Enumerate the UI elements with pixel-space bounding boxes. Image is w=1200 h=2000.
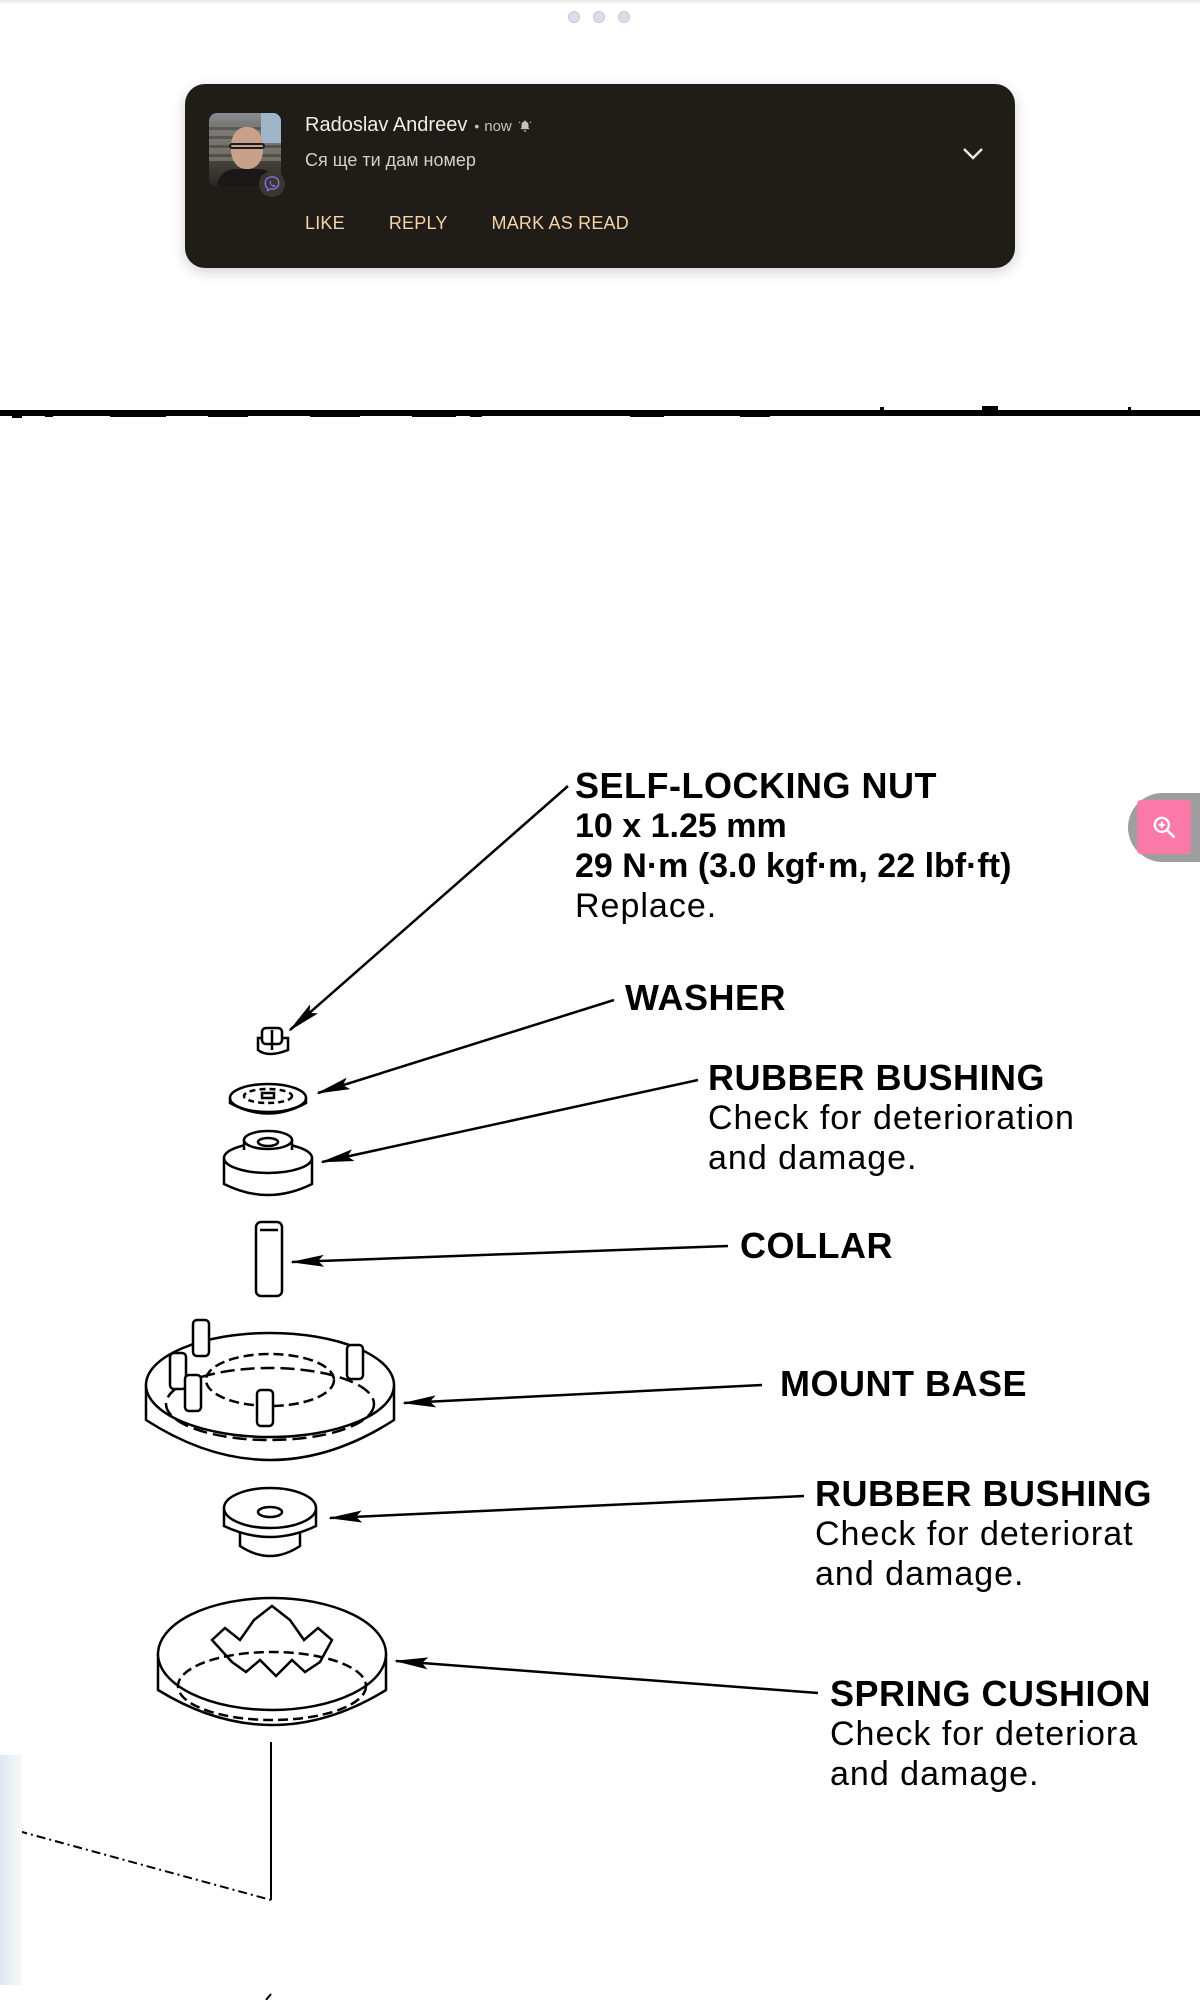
notification-message: Ся ще ти дам номер — [305, 150, 476, 170]
leader-rubber-bushing-upper — [320, 1078, 699, 1164]
mark-as-read-button[interactable]: MARK AS READ — [491, 213, 629, 233]
label-washer: WASHER — [625, 978, 786, 1018]
part-title: MOUNT BASE — [780, 1363, 1027, 1404]
rubber-bushing-upper-part — [222, 1129, 314, 1197]
label-spring-cushion: SPRING CUSHION Check for deteriora and d… — [830, 1674, 1151, 1794]
leader-mount-base — [402, 1383, 763, 1408]
part-note: and damage. — [708, 1139, 918, 1177]
part-note: Check for deteriorat — [815, 1515, 1134, 1553]
part-spec: 10 x 1.25 mm — [575, 807, 787, 845]
zoom-in-button[interactable] — [1137, 800, 1191, 854]
label-collar: COLLAR — [740, 1226, 893, 1266]
part-title: RUBBER BUSHING — [708, 1057, 1046, 1098]
leader-self-locking-nut — [288, 785, 569, 1032]
label-rubber-bushing-lower: RUBBER BUSHING Check for deteriorat and … — [815, 1474, 1152, 1594]
viber-icon — [259, 171, 285, 197]
like-button[interactable]: LIKE — [305, 213, 345, 233]
leader-rubber-bushing-lower — [328, 1494, 805, 1523]
separator: • — [474, 118, 480, 134]
leader-spring-cushion — [394, 1657, 819, 1695]
reply-button[interactable]: REPLY — [388, 213, 448, 233]
edge-artifact — [0, 1755, 22, 1985]
notification-header: Radoslav Andreev • now — [305, 114, 532, 137]
sender-name: Radoslav Andreev — [305, 114, 468, 136]
rule-line-texture — [12, 406, 1131, 418]
rubber-bushing-lower-part — [222, 1486, 318, 1558]
bell-icon — [518, 116, 532, 132]
part-note: Replace. — [575, 887, 718, 925]
status-shade — [0, 0, 1200, 4]
chevron-down-icon — [963, 148, 983, 160]
avatar — [209, 113, 281, 186]
part-note: Check for deterioration — [708, 1099, 1075, 1137]
part-title: RUBBER BUSHING — [815, 1473, 1153, 1514]
label-mount-base: MOUNT BASE — [780, 1364, 1027, 1404]
mount-base-part — [144, 1318, 396, 1462]
notification-card[interactable]: Radoslav Andreev • now Ся ще ти дам номе… — [185, 84, 1015, 268]
self-locking-nut-part — [256, 1026, 290, 1056]
part-title: SELF-LOCKING NUT — [575, 765, 937, 806]
part-note: Check for deteriora — [830, 1715, 1139, 1753]
part-title: COLLAR — [740, 1225, 893, 1266]
expand-button[interactable] — [957, 138, 989, 170]
leader-collar — [290, 1244, 729, 1267]
spring-cushion-part — [156, 1596, 388, 1727]
page-dot[interactable] — [618, 11, 630, 23]
part-torque: 29 N·m (3.0 kgf·m, 22 lbf·ft) — [575, 847, 1012, 885]
part-title: SPRING CUSHION — [830, 1673, 1152, 1714]
timestamp: now — [484, 118, 512, 135]
leader-washer — [316, 998, 615, 1095]
zoom-in-icon — [1153, 816, 1176, 839]
collar-part — [254, 1220, 284, 1298]
document-rule-line — [0, 410, 1200, 416]
part-note: and damage. — [830, 1755, 1040, 1793]
washer-part — [228, 1082, 308, 1115]
label-self-locking-nut: SELF-LOCKING NUT 10 x 1.25 mm 29 N·m (3.… — [575, 766, 1011, 926]
part-title: WASHER — [625, 977, 787, 1018]
axis-lines — [0, 1742, 272, 2000]
page-dot[interactable] — [568, 11, 580, 23]
part-note: and damage. — [815, 1555, 1025, 1593]
page-dot[interactable] — [593, 11, 605, 23]
label-rubber-bushing-upper: RUBBER BUSHING Check for deterioration a… — [708, 1058, 1075, 1178]
notification-actions: LIKE REPLY MARK AS READ — [305, 213, 629, 234]
page-indicator — [568, 11, 630, 23]
